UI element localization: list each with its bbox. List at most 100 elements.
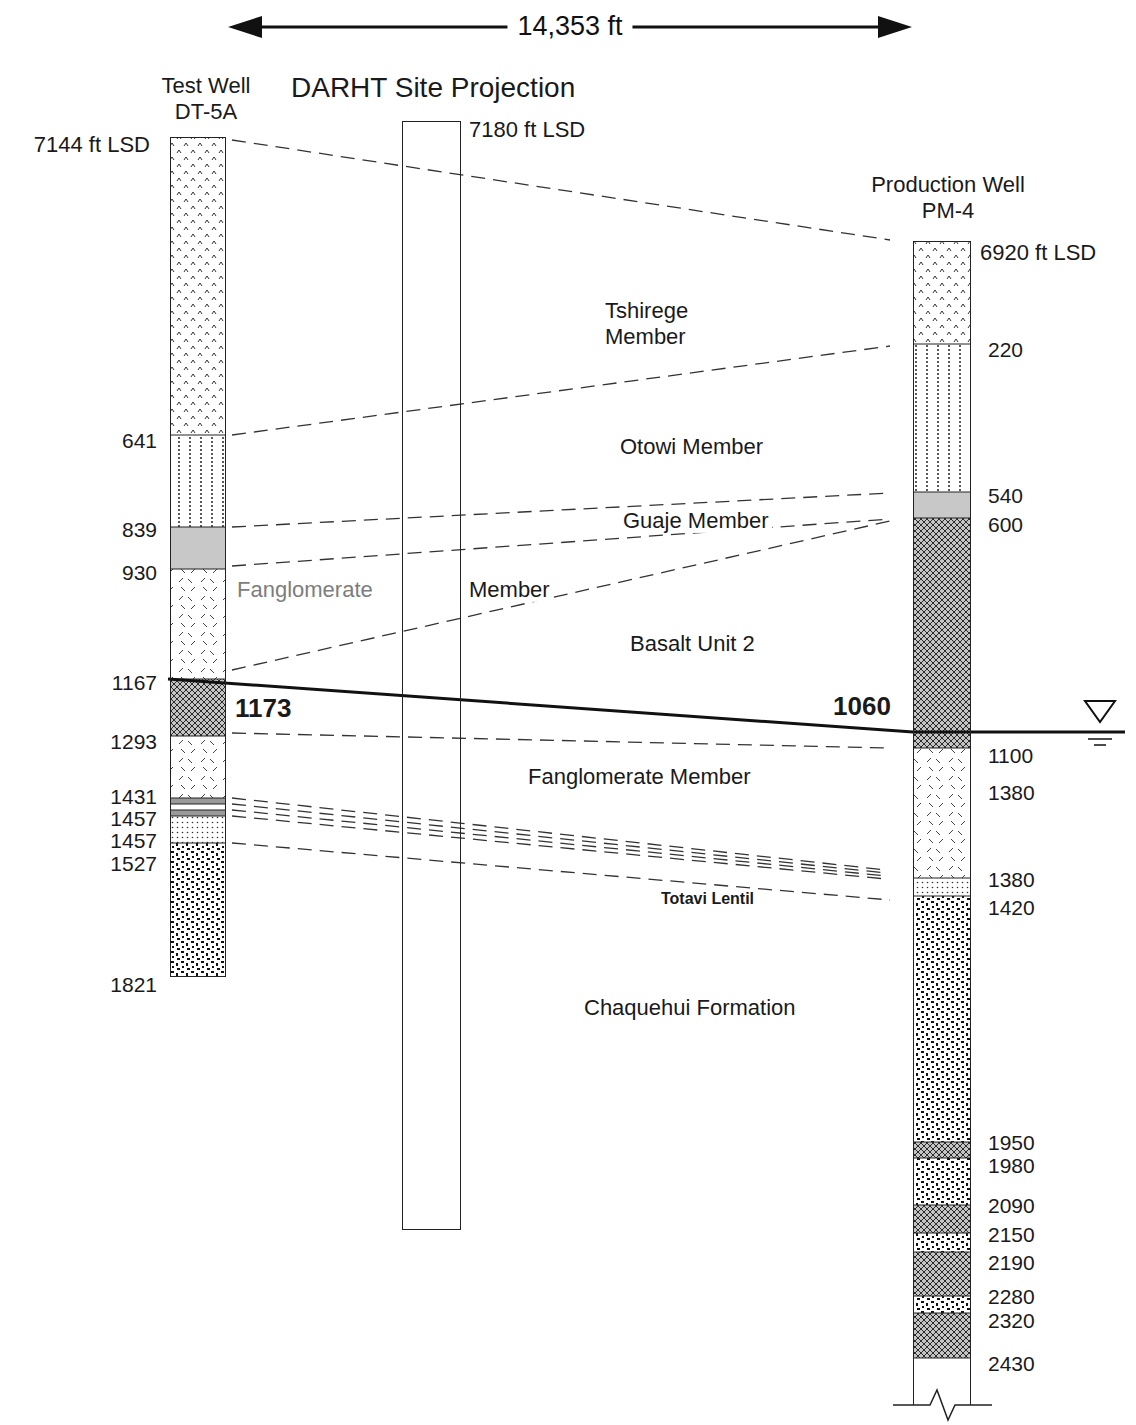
production-well-layers-part xyxy=(913,748,971,878)
depth-number: 2190 xyxy=(988,1251,1035,1274)
water-table-part xyxy=(1085,701,1115,722)
top-dimension-arrow-part xyxy=(228,16,262,38)
projection-column-fill-part xyxy=(402,121,461,1230)
production-well-layers-part xyxy=(913,1158,971,1205)
test-well-column: Test Well DT-5A xyxy=(170,137,226,977)
depth-number: 1380 xyxy=(988,781,1035,804)
projection-column: DARHT Site Projection xyxy=(402,121,461,1230)
depth-number: 1420 xyxy=(988,896,1035,919)
depth-number: 1457 xyxy=(110,829,157,852)
production-well-layers-part xyxy=(913,896,971,1142)
production-well-layers xyxy=(893,241,992,1420)
well-heading: Test Well DT-5A xyxy=(156,73,256,126)
water-table xyxy=(168,679,1125,745)
depth-number: 2320 xyxy=(988,1309,1035,1332)
production-well-layers-part xyxy=(913,1233,971,1252)
water-table-part xyxy=(168,679,1125,732)
unit-name: Basalt Unit 2 xyxy=(627,632,758,656)
correlation-lines-part xyxy=(232,798,886,870)
correlation-lines-part xyxy=(232,804,886,873)
test-well-layers-part xyxy=(170,569,226,679)
water-table-part xyxy=(1088,738,1112,740)
correlation-lines-part xyxy=(232,521,890,670)
correlation-lines-part xyxy=(232,140,890,240)
unit-name: Fanglomerate xyxy=(234,578,376,602)
test-well-layers-part xyxy=(170,810,226,816)
unit-name: Chaquehui Formation xyxy=(581,996,799,1020)
water-level-depth: 1060 xyxy=(830,692,894,721)
depth-number: 930 xyxy=(122,561,157,584)
elevation-label: 7180 ft LSD xyxy=(469,118,585,142)
production-well-layers-part xyxy=(893,1390,992,1420)
production-well-layers-part xyxy=(913,1142,971,1158)
production-well-layers-part xyxy=(913,1296,971,1313)
test-well-layers-part xyxy=(170,435,226,527)
top-dimension-arrow-part xyxy=(878,16,912,38)
depth-number: 2430 xyxy=(988,1352,1035,1375)
production-well-layers-part xyxy=(913,878,971,896)
unit-name: Tshirege Member xyxy=(602,298,728,351)
dimension-label: 14,353 ft xyxy=(507,12,632,42)
production-well-layers-part xyxy=(913,1252,971,1296)
projection-column-fill xyxy=(402,121,461,1230)
water-level-depth: 1173 xyxy=(232,694,294,723)
correlation-lines-part xyxy=(232,733,890,748)
production-well-layers-part xyxy=(913,344,971,1358)
correlation-lines xyxy=(232,140,890,900)
unit-name: Otowi Member xyxy=(617,435,766,459)
unit-name: Member xyxy=(466,578,553,602)
test-well-layers-part xyxy=(170,816,226,843)
depth-number: 600 xyxy=(988,513,1023,536)
production-well-layers-part xyxy=(913,1205,971,1233)
production-well-layers-part xyxy=(913,1358,971,1405)
depth-number: 1950 xyxy=(988,1131,1035,1154)
elevation-label: 7144 ft LSD xyxy=(34,133,150,157)
well-heading: Production Well PM-4 xyxy=(863,172,1033,225)
production-well-layers-part xyxy=(913,518,971,748)
water-table-part xyxy=(1094,744,1106,746)
test-well-layers-part xyxy=(170,435,226,843)
depth-number: 220 xyxy=(988,338,1023,361)
depth-number: 2150 xyxy=(988,1223,1035,1246)
depth-number: 2090 xyxy=(988,1194,1035,1217)
unit-name: Totavi Lentil xyxy=(658,890,757,908)
production-well-layers-part xyxy=(913,344,971,492)
correlation-lines-part xyxy=(232,843,890,900)
correlation-lines-part xyxy=(232,810,886,876)
production-well-column: Production Well PM-4 xyxy=(913,241,971,1405)
depth-number: 1100 xyxy=(988,744,1033,767)
depth-number: 540 xyxy=(988,484,1023,507)
correlation-lines-part xyxy=(232,493,890,527)
production-well-layers-part xyxy=(913,492,971,518)
depth-number: 1821 xyxy=(110,973,157,996)
depth-number: 1527 xyxy=(110,852,157,875)
correlation-lines-part xyxy=(232,816,886,879)
test-well-layers-part xyxy=(170,679,226,736)
depth-number: 1980 xyxy=(988,1154,1035,1177)
production-well-layers-part xyxy=(913,1313,971,1358)
test-well-layers xyxy=(170,137,226,977)
depth-number: 839 xyxy=(122,518,157,541)
depth-number: 1167 xyxy=(112,671,157,694)
depth-number: 1457 xyxy=(110,807,157,830)
depth-number: 1380 xyxy=(988,868,1035,891)
depth-number: 641 xyxy=(122,429,157,452)
depth-number: 1431 xyxy=(110,785,157,808)
test-well-layers-part xyxy=(170,527,226,569)
well-heading: DARHT Site Projection xyxy=(291,71,575,105)
correlation-lines-part xyxy=(232,519,890,566)
unit-name: Fanglomerate Member xyxy=(525,765,754,789)
test-well-layers-part xyxy=(170,804,226,810)
test-well-layers-part xyxy=(170,798,226,804)
test-well-layers-part xyxy=(170,736,226,798)
unit-name: Guaje Member xyxy=(620,509,772,533)
depth-number: 1293 xyxy=(110,730,157,753)
depth-number: 2280 xyxy=(988,1285,1035,1308)
test-well-layers-part xyxy=(170,843,226,977)
production-well-layers-part xyxy=(913,241,971,344)
elevation-label: 6920 ft LSD xyxy=(980,241,1096,265)
correlation-lines-part xyxy=(232,346,890,435)
test-well-layers-part xyxy=(170,137,226,435)
